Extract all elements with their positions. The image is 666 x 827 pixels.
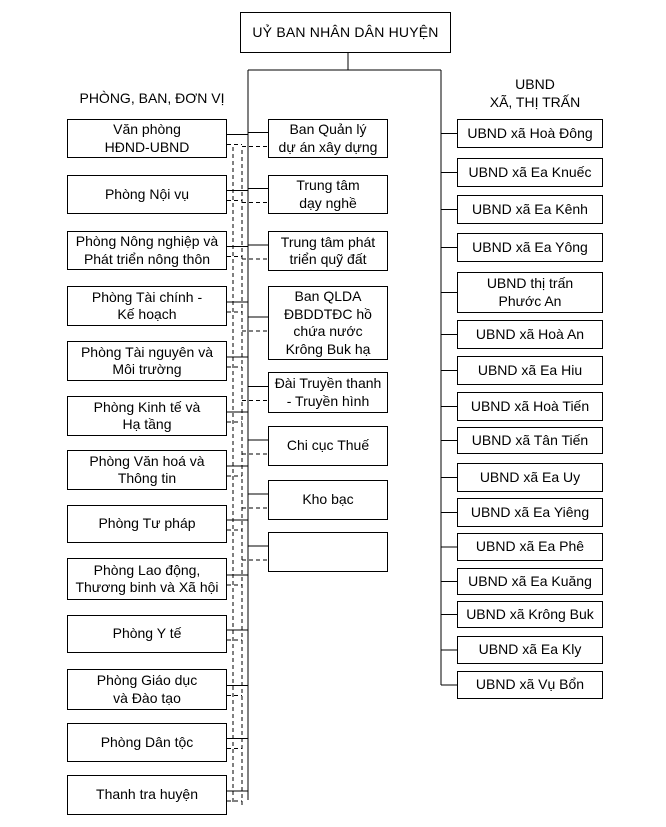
unit-box-line: triển quỹ đất [289,251,367,267]
commune-box-line: UBND xã Hoà An [475,325,585,342]
commune-box-line: UBND xã Hoà Tiến [470,397,590,414]
department-box: Phòng Y tế [67,615,227,653]
department-box-line: Thanh tra huyện [96,786,198,803]
unit-box-line: Kho bạc [302,491,354,508]
unit-box: Chi cục Thuế [268,426,388,466]
unit-box-line: Ban QLDA [294,288,362,304]
commune-box-line: UBND xã Ea Yiêng [470,503,590,520]
unit-box-line: Trung tâm [296,177,360,193]
commune-box-line: UBND xã Ea Hiu [477,361,583,378]
department-box-line: Phòng Dân tộc [100,733,194,750]
department-box-line: Phòng Tài chính - [91,288,203,305]
commune-box: UBND xã Ea Yông [457,233,603,262]
department-box: Thanh tra huyện [67,775,227,815]
commune-box: UBND xã Hoà An [457,320,603,349]
department-box-line: HĐND-UBND [104,138,190,155]
unit-box-line: Ban Quản lý [289,121,367,137]
department-box: Phòng Dân tộc [67,723,227,762]
unit-box: Kho bạc [268,480,388,520]
commune-box: UBND xã Ea Kuăng [457,568,603,595]
unit-box-line: ĐBDDTĐC hồ [284,305,372,322]
commune-box: UBND xã Ea Knuếc [457,158,603,187]
department-box-line: Phòng Y tế [112,625,182,642]
commune-box: UBND xã Ea Uy [457,463,603,492]
commune-box-line: UBND xã Ea Phê [475,538,585,555]
department-box-line: Phòng Nông nghiệp và [75,233,219,249]
department-box-line: Phòng Giáo dục [96,672,198,688]
commune-box: UBND xã Hoà Đông [457,119,603,148]
commune-box: UBND xã Hoà Tiến [457,392,603,421]
commune-box: UBND xã Ea Kly [457,636,603,664]
commune-box: UBND xã Ea Kênh [457,195,603,224]
department-box: Phòng Tư pháp [67,505,227,543]
communes-heading-line1: UBND [515,76,555,92]
department-box-line: Phòng Tài nguyên và [80,343,214,360]
unit-box-line: Krông Buk hạ [285,340,371,357]
department-box-line: Văn phòng [113,121,181,137]
top-box-label: UỶ BAN NHÂN DÂN HUYỆN [252,23,439,40]
commune-box-line: UBND xã Vụ Bổn [475,676,585,693]
departments-heading-text: PHÒNG, BAN, ĐƠN VỊ [79,90,225,106]
commune-box-line: Phước An [498,292,562,309]
unit-box-line: chứa nước [293,323,363,339]
commune-box-line: UBND thị trấn [486,275,574,291]
commune-box: UBND xã Ea Hiu [457,356,603,385]
commune-box-line: UBND xã Ea Yông [472,238,588,255]
department-box-line: Thông tin [117,470,177,486]
unit-box-line: Trung tâm phát [280,233,376,250]
department-box-line: Phòng Tư pháp [98,515,196,532]
department-box: Phòng Lao động,Thương binh và Xã hội [67,558,227,600]
commune-box: UBND xã Ea Phê [457,533,603,561]
department-box-line: Phòng Nội vụ [104,185,190,202]
commune-box: UBND xã Tân Tiến [457,427,603,454]
unit-box-line: Chi cục Thuế [286,437,370,454]
unit-box: Đài Truyền thanh- Truyền hình [268,372,388,413]
department-box-line: Phòng Lao động, [93,561,201,578]
department-box-line: Phòng Văn hoá và [89,452,205,469]
department-box: Phòng Nội vụ [67,175,227,214]
unit-box-line: dự án xây dựng [278,138,378,155]
unit-box-line: dạy nghề [299,194,357,211]
commune-box: UBND xã Vụ Bổn [457,671,603,699]
top-district-committee-box: UỶ BAN NHÂN DÂN HUYỆN [240,12,451,53]
communes-heading: UBND XÃ, THỊ TRẤN [470,76,600,111]
commune-box-line: UBND xã Tân Tiến [471,431,589,448]
department-box-line: Kế hoạch [117,306,177,322]
commune-box: UBND xã Ea Yiêng [457,498,603,527]
commune-box: UBND xã Krông Buk [457,601,603,628]
commune-box-line: UBND xã Ea Knuếc [468,163,592,180]
department-box-line: Hạ tầng [122,416,172,432]
unit-box-line: - Truyền hình [286,392,370,409]
department-box-line: Môi trường [112,361,182,377]
unit-box [268,532,388,572]
commune-box-line: UBND xã Ea Kênh [472,200,588,217]
commune-box-line: UBND xã Ea Kly [478,641,582,658]
unit-box-line: Đài Truyền thanh [274,375,382,391]
communes-heading-line2: XÃ, THỊ TRẤN [489,93,581,110]
commune-box-line: UBND xã Krông Buk [466,605,594,622]
department-box-line: Phòng Kinh tế và [93,398,201,415]
department-box-line: và Đào tạo [113,689,181,706]
commune-box-line: UBND xã Ea Kuăng [468,572,592,589]
departments-heading: PHÒNG, BAN, ĐƠN VỊ [62,90,242,108]
department-box: Phòng Tài chính -Kế hoạch [67,286,227,326]
commune-box-line: UBND xã Ea Uy [479,468,581,485]
department-box-line: Phát triển nông thôn [83,250,211,267]
department-box-line: Thương binh và Xã hội [75,579,219,595]
commune-box-line: UBND xã Hoà Đông [467,124,593,141]
